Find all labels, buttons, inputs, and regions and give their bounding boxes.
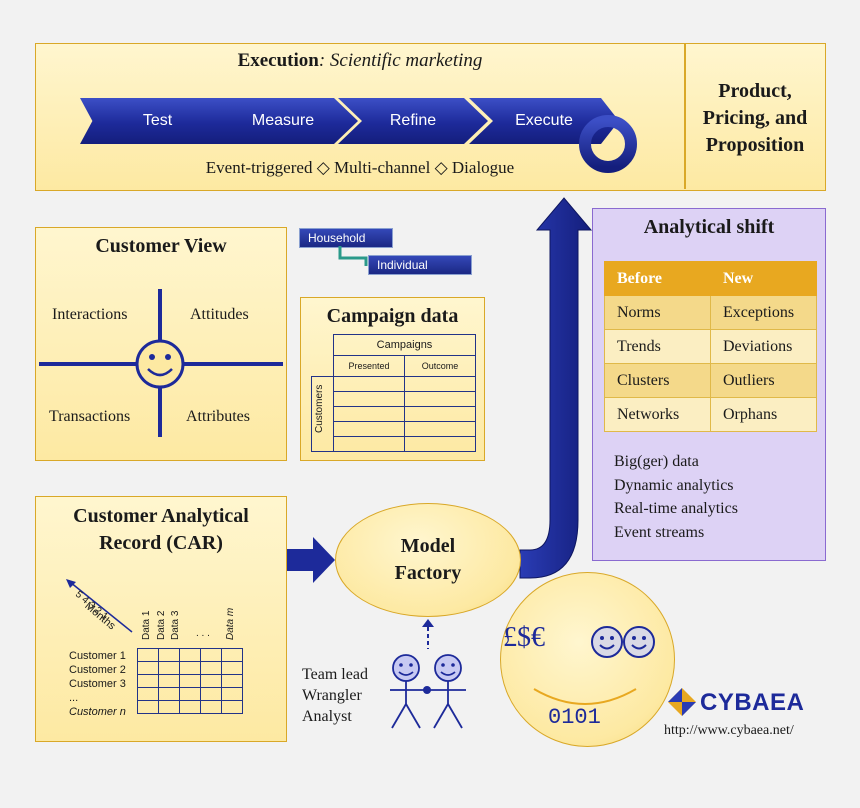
step-execute-label: Execute xyxy=(515,112,573,129)
car-row-label: Customer 1 xyxy=(69,650,126,662)
campaign-row-label: Customers xyxy=(314,384,325,433)
shift-bullet: Event streams xyxy=(614,523,705,541)
team-role: Analyst xyxy=(302,708,352,725)
campaign-col-presented: Presented xyxy=(333,355,405,377)
product-divider xyxy=(684,44,686,189)
car-row-label: Customer n xyxy=(69,706,126,718)
team-up-arrow xyxy=(422,619,434,649)
car-col-datam: Data m xyxy=(225,607,236,640)
shift-new-0: Exceptions xyxy=(710,295,817,330)
car-col-data3: Data 3 xyxy=(170,610,181,640)
campaign-table: Campaigns Presented Outcome Customers xyxy=(311,334,476,452)
step-measure: Measure xyxy=(208,98,358,144)
execution-title: Execution: Scientific marketing xyxy=(35,50,685,72)
shift-before-2: Clusters xyxy=(604,363,711,398)
product-line3: Proposition xyxy=(705,134,805,156)
model-factory-label: Model Factory xyxy=(335,533,521,587)
car-row-label: Customer 3 xyxy=(69,678,126,690)
shift-new-2: Outliers xyxy=(710,363,817,398)
step-refine-label: Refine xyxy=(389,112,437,129)
loop-icon xyxy=(579,115,637,173)
car-row-labels: Customer 1 Customer 2 Customer 3 ... Cus… xyxy=(69,649,126,719)
car-title-line1: Customer Analytical xyxy=(73,505,249,527)
car-row-label: Customer 2 xyxy=(69,664,126,676)
execution-tagline: Event-triggered ◇ Multi-channel ◇ Dialog… xyxy=(205,158,515,177)
car-col-data1: Data 1 xyxy=(141,610,152,640)
shift-new-1: Deviations xyxy=(710,329,817,364)
team-role: Team lead xyxy=(302,666,368,683)
months-arrow xyxy=(66,579,133,633)
shift-bullet: Dynamic analytics xyxy=(614,476,734,494)
cv-interactions: Interactions xyxy=(52,306,128,323)
cv-attributes: Attributes xyxy=(186,408,250,425)
campaign-col-outcome: Outcome xyxy=(404,355,476,377)
shift-before-1: Trends xyxy=(604,329,711,364)
shift-bullet: Real-time analytics xyxy=(614,500,738,517)
brand-url[interactable]: http://www.cybaea.net/ xyxy=(664,723,794,738)
cv-attitudes: Attitudes xyxy=(190,306,249,323)
shift-before-0: Norms xyxy=(604,295,711,330)
right-arrow xyxy=(287,537,335,583)
car-row-label: ... xyxy=(69,692,79,704)
campaign-title: Campaign data xyxy=(326,305,459,327)
shift-table: Before New Norms Exceptions Trends Devia… xyxy=(604,261,817,432)
model-factory-line2: Factory xyxy=(394,562,462,584)
model-factory xyxy=(335,503,521,617)
product-line2: Pricing, and xyxy=(702,107,808,129)
analytical-shift-title: Analytical shift xyxy=(643,216,775,238)
campaign-header: Campaigns xyxy=(333,334,476,356)
car-grid xyxy=(137,648,243,714)
product-line1: Product, xyxy=(718,80,792,102)
shift-bullet: Big(ger) data xyxy=(614,453,699,470)
product-text: Product, Pricing, and Proposition xyxy=(685,78,825,159)
cybaea-logo-icon xyxy=(668,688,696,716)
face-smile-icon xyxy=(533,688,637,705)
individual-tag: Individual xyxy=(368,255,472,275)
cv-transactions: Transactions xyxy=(49,408,131,425)
shift-before-3: Networks xyxy=(604,397,711,432)
execution-title-italic: : Scientific marketing xyxy=(318,50,483,71)
car-title: Customer Analytical Record (CAR) xyxy=(35,503,287,557)
step-test: Test xyxy=(80,98,235,144)
shift-head-before: Before xyxy=(604,261,711,296)
customer-view-title: Customer View xyxy=(95,235,227,257)
customer-view-cross xyxy=(39,289,283,437)
team-figures-icon xyxy=(390,654,466,729)
shift-head-new: New xyxy=(710,261,817,296)
up-arrow xyxy=(519,197,593,579)
brand-name: CYBAEA xyxy=(700,689,805,716)
car-col-ellipsis: . . . xyxy=(196,628,210,639)
model-factory-line1: Model xyxy=(400,535,456,557)
binary-text: 0101 xyxy=(548,705,601,730)
team-roles: Team lead Wrangler Analyst xyxy=(302,664,368,727)
team-role: Wrangler xyxy=(302,687,362,704)
step-refine: Refine xyxy=(338,98,488,144)
execution-title-bold: Execution xyxy=(237,50,319,71)
hierarchy-connector xyxy=(338,246,368,266)
shift-bullets: Big(ger) data Dynamic analytics Real-tim… xyxy=(614,450,738,544)
shift-new-3: Orphans xyxy=(710,397,817,432)
step-measure-label: Measure xyxy=(251,112,315,129)
face-eyes-icon xyxy=(591,626,655,658)
step-test-label: Test xyxy=(142,112,173,129)
money-face xyxy=(500,572,675,747)
household-tag: Household xyxy=(299,228,393,248)
car-col-data2: Data 2 xyxy=(156,610,167,640)
car-title-line2: Record (CAR) xyxy=(99,532,223,554)
currency-text: £$€ xyxy=(503,622,545,653)
